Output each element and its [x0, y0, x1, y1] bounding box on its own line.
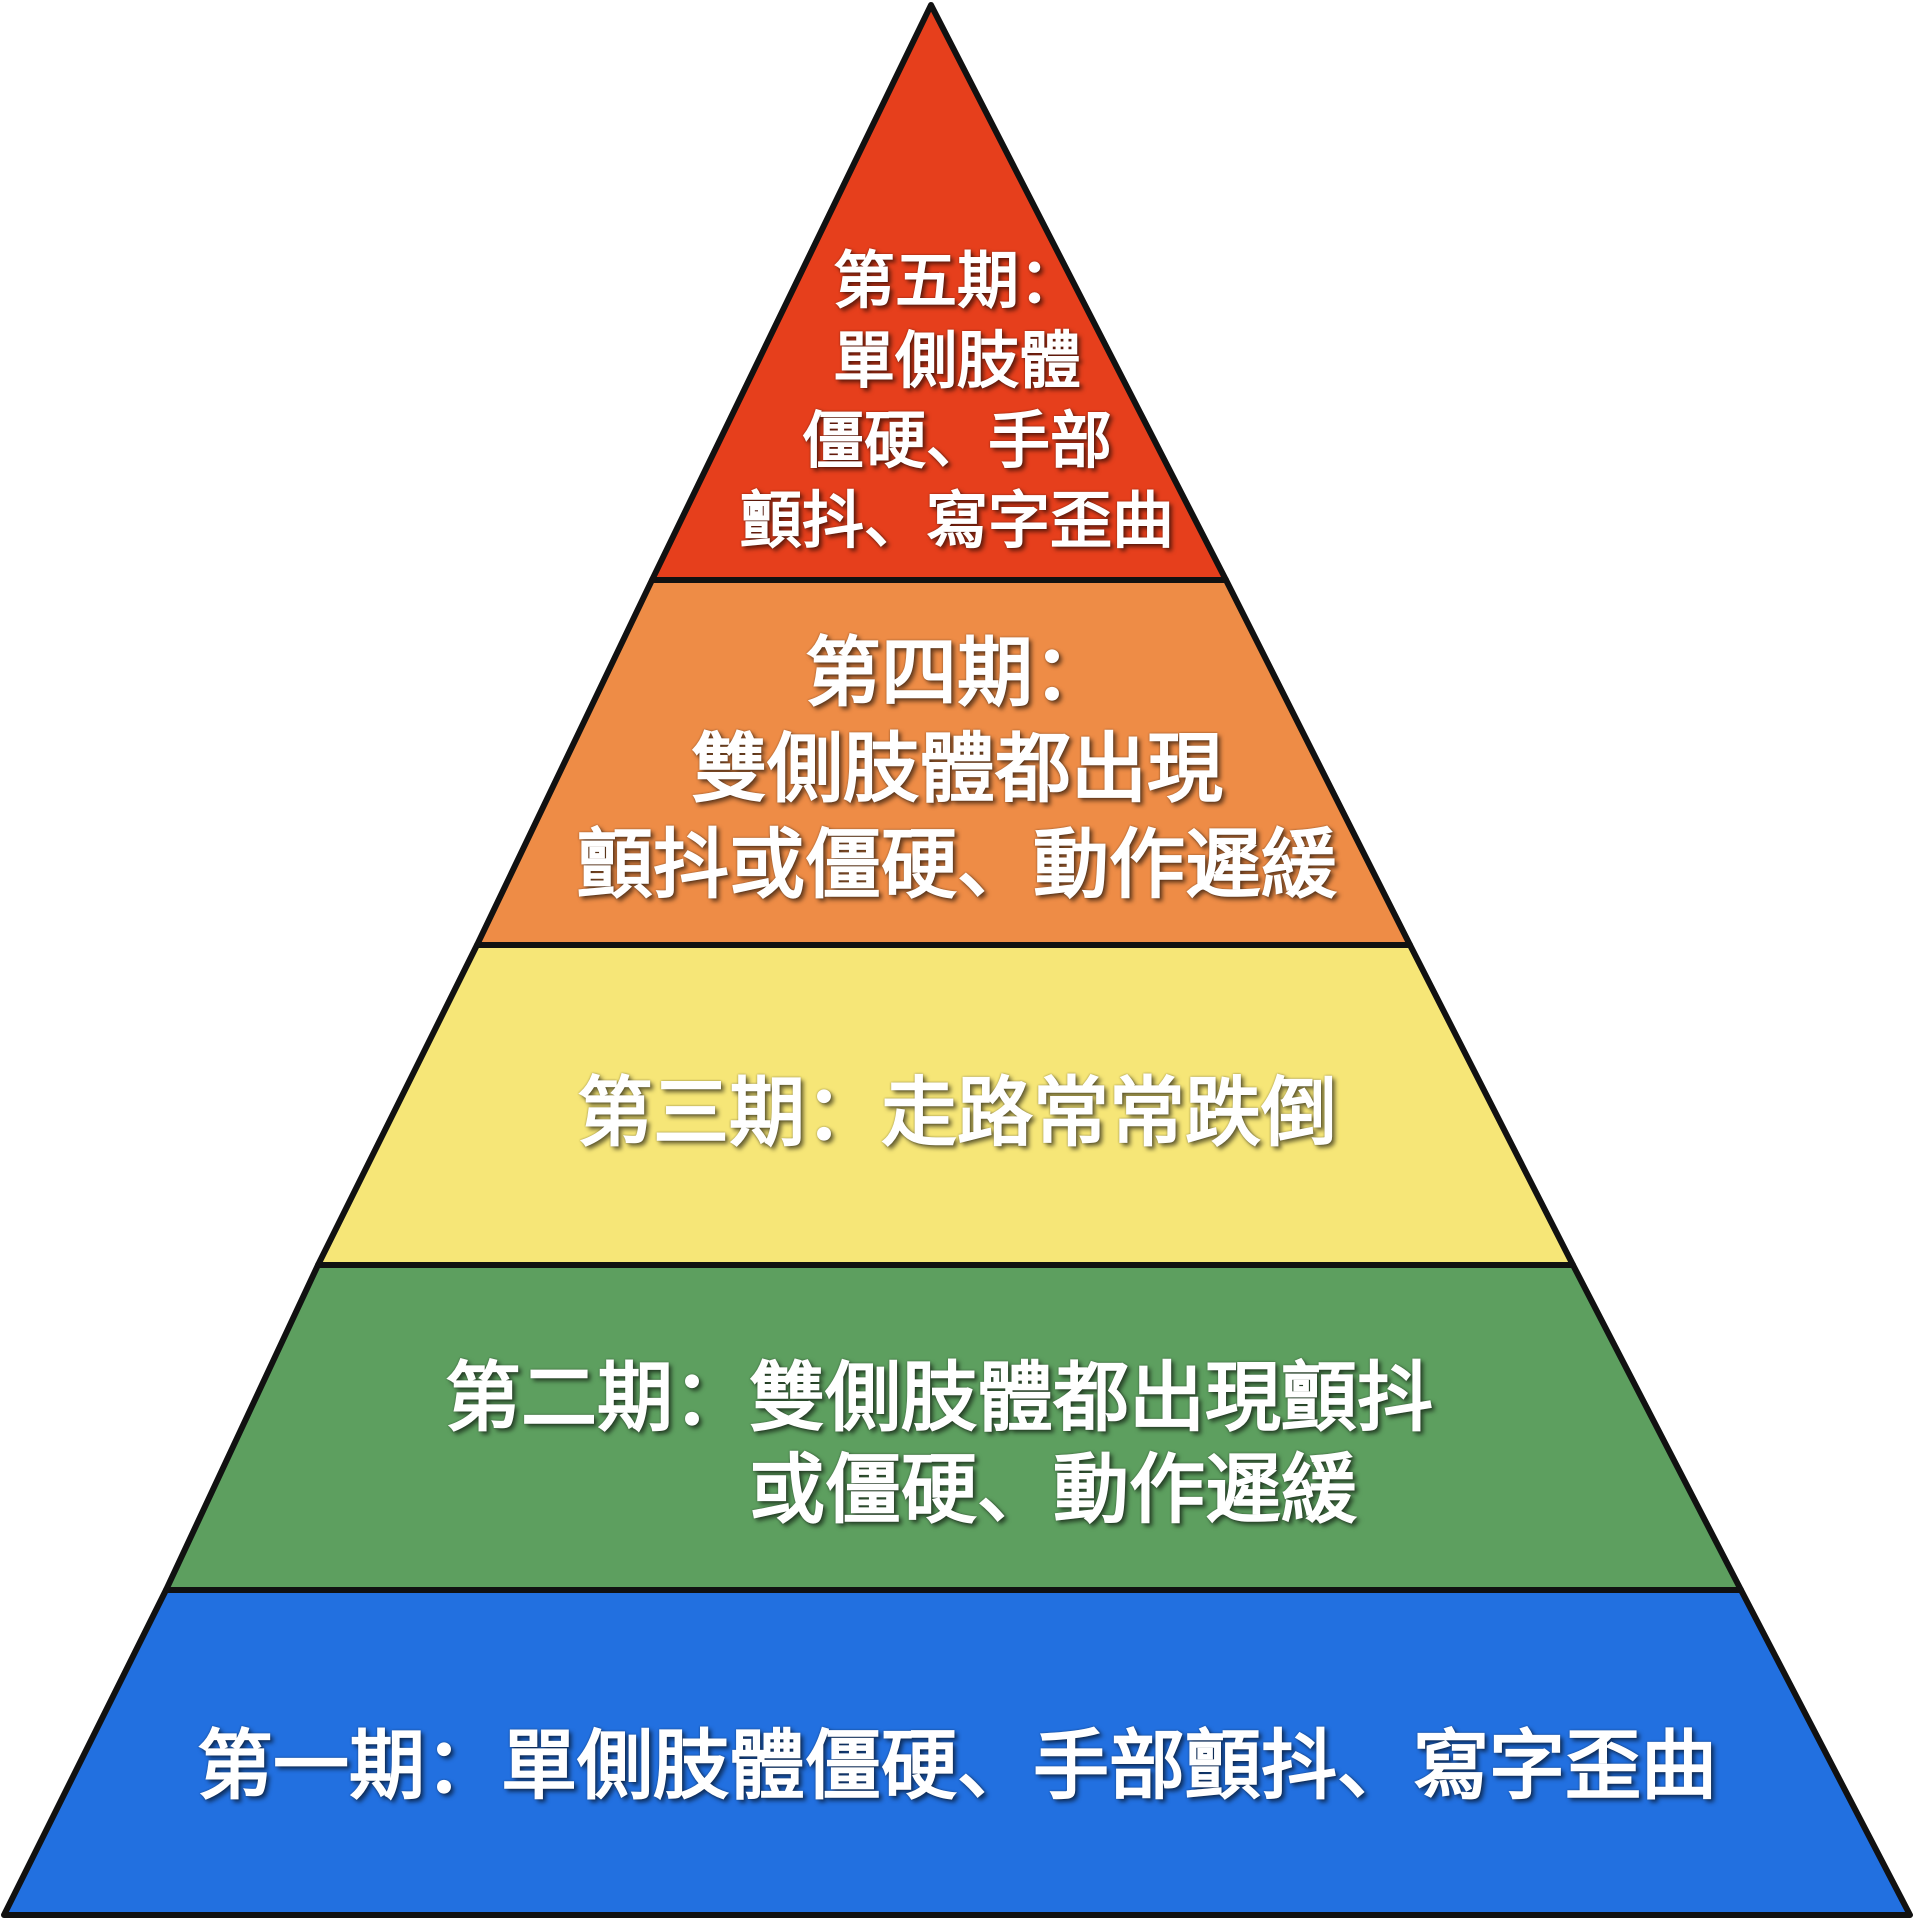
level-5-line-2: 單側肢體 [832, 324, 1081, 397]
level-5-line-1: 第五期： [832, 244, 1081, 317]
level-2-label: 第二期：雙側肢體都出現顫抖 或僵硬、動作遲緩 [445, 1360, 1433, 1544]
level-3-label: 第三期：走路常常跌倒 [0, 1075, 1914, 1151]
level-1-band [1, 1587, 1913, 1918]
level-1-line-1: 第一期：單側肢體僵硬、手部顫抖、寫字歪曲 [197, 1721, 1717, 1810]
level-2-line-2: 或僵硬、動作遲緩 [749, 1445, 1357, 1534]
level-1-label: 第一期：單側肢體僵硬、手部顫抖、寫字歪曲 [0, 1728, 1914, 1804]
level-4-line-1: 第四期： [805, 628, 1109, 717]
level-3-line-1: 第三期：走路常常跌倒 [577, 1068, 1337, 1157]
level-5-label: 第五期： 單側肢體 僵硬、手部 顫抖、寫字歪曲 [0, 250, 1914, 570]
level-2-line-1: 第二期：雙側肢體都出現顫抖 [445, 1353, 1433, 1442]
level-5-line-4: 顫抖、寫字歪曲 [739, 484, 1174, 557]
level-4-line-2: 雙側肢體都出現 [691, 724, 1223, 813]
level-5-line-3: 僵硬、手部 [801, 404, 1112, 477]
level-4-label: 第四期： 雙側肢體都出現 顫抖或僵硬、動作遲緩 [0, 635, 1914, 923]
level-4-line-3: 顫抖或僵硬、動作遲緩 [577, 820, 1337, 909]
